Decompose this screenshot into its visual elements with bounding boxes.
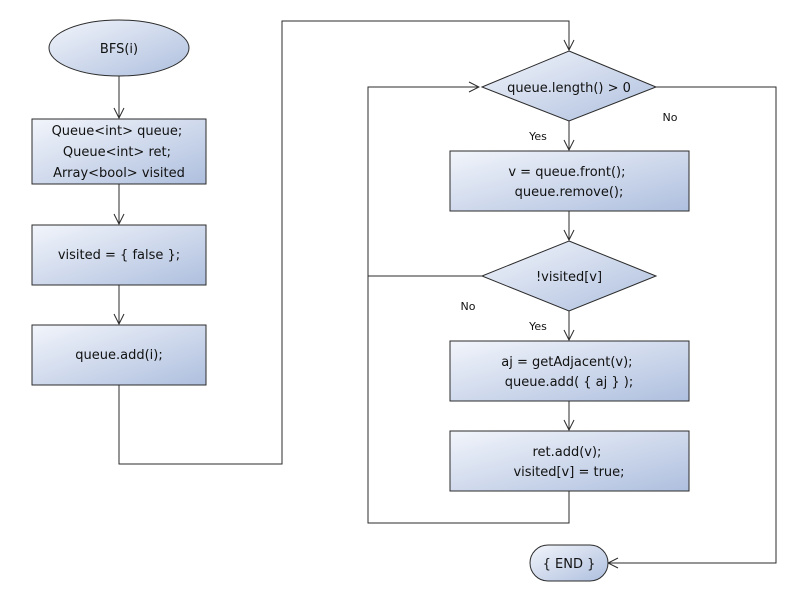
adjacent-box xyxy=(449,340,690,402)
ret-visited-text: ret.add(v); visited[v] = true; xyxy=(513,445,624,480)
init-line-2: Queue<int> ret; xyxy=(63,145,171,160)
arrow-loop-no-to-end xyxy=(608,86,777,563)
visited-condition-diamond xyxy=(480,240,658,312)
visited-condition-text: !visited[v] xyxy=(536,270,602,285)
connectors xyxy=(118,20,777,563)
loop-condition-diamond xyxy=(480,50,658,122)
init-line-1: Queue<int> queue; xyxy=(52,124,183,139)
arrow-loop-back xyxy=(367,87,570,524)
loop-condition-text: queue.length() > 0 xyxy=(507,81,631,96)
ret-visited-box xyxy=(449,430,690,492)
ret-line-2: visited[v] = true; xyxy=(513,465,624,480)
front-line-2: queue.remove(); xyxy=(515,185,624,200)
adjacent-line-1: aj = getAdjacent(v); xyxy=(501,355,632,370)
loop-no-label: No xyxy=(663,111,678,124)
start-label: BFS(i) xyxy=(100,42,138,57)
init-line-3: Array<bool> visited xyxy=(53,166,185,181)
visited-no-label: No xyxy=(461,300,476,313)
front-remove-text: v = queue.front(); queue.remove(); xyxy=(508,165,629,200)
loop-yes-label: Yes xyxy=(528,130,547,143)
ret-line-1: ret.add(v); xyxy=(532,445,601,460)
start-terminal xyxy=(48,19,190,77)
end-terminal xyxy=(529,544,609,582)
adjacent-text: aj = getAdjacent(v); queue.add( { aj } )… xyxy=(501,355,636,390)
visited-init-box xyxy=(31,224,207,286)
queue-add-text: queue.add(i); xyxy=(75,348,162,363)
init-declarations-box xyxy=(31,118,207,185)
front-remove-box xyxy=(449,150,690,212)
visited-init-text: visited = { false }; xyxy=(58,248,180,263)
end-label: { END } xyxy=(543,557,596,572)
queue-add-box xyxy=(31,324,207,386)
visited-yes-label: Yes xyxy=(528,320,547,333)
init-declarations-text: Queue<int> queue; Queue<int> ret; Array<… xyxy=(52,124,187,181)
front-line-1: v = queue.front(); xyxy=(508,165,625,180)
arrow-add-to-loop xyxy=(118,20,569,465)
adjacent-line-2: queue.add( { aj } ); xyxy=(505,375,634,390)
